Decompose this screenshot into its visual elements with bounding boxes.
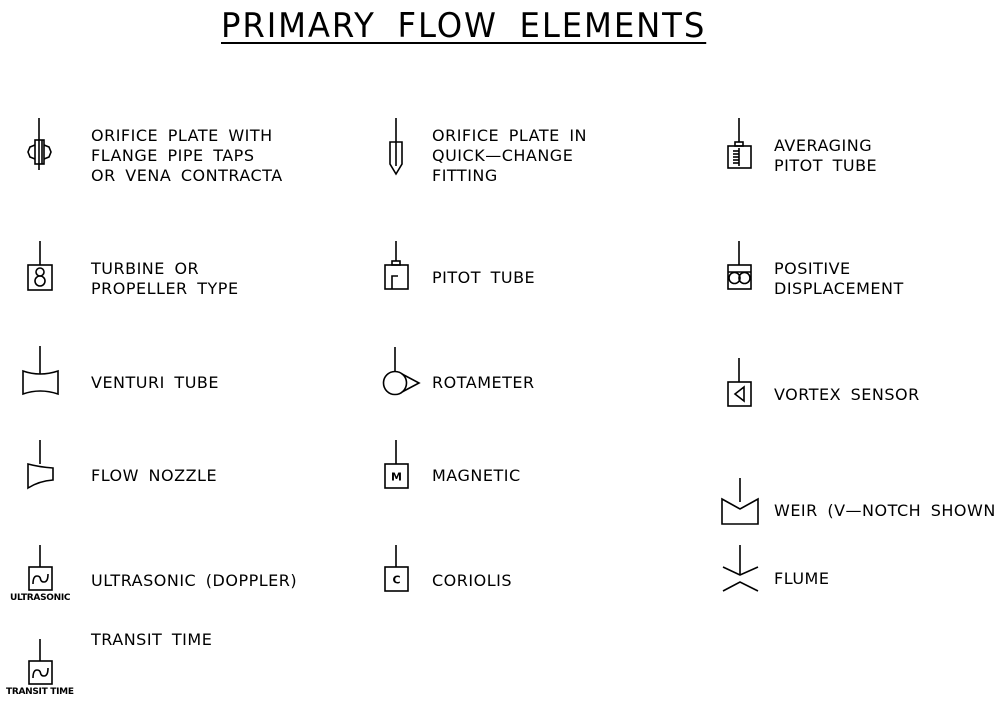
element-label: AVERAGING PITOT TUBE <box>774 136 877 176</box>
symbol-letter-c: C <box>392 574 400 587</box>
element-label: TURBINE OR PROPELLER TYPE <box>91 259 239 299</box>
element-label: FLUME <box>774 569 829 589</box>
element-label: POSITIVE DISPLACEMENT <box>774 259 904 299</box>
element-label: CORIOLIS <box>432 571 512 591</box>
magnetic-icon: M <box>384 440 409 489</box>
turbine-icon <box>27 241 53 291</box>
element-label: VENTURI TUBE <box>91 373 219 393</box>
coriolis-icon: C <box>384 545 409 592</box>
averaging-pitot-tube-icon <box>727 118 752 169</box>
label-line: ORIFICE PLATE WITH <box>91 126 273 145</box>
element-label: ORIFICE PLATE WITH FLANGE PIPE TAPS OR V… <box>91 126 283 186</box>
label-line: FITTING <box>432 166 498 185</box>
element-label: PITOT TUBE <box>432 268 535 288</box>
weir-icon <box>721 478 759 525</box>
label-line: ROTAMETER <box>432 373 535 392</box>
label-line: POSITIVE <box>774 259 851 278</box>
element-label: ULTRASONIC (DOPPLER) <box>91 571 297 591</box>
element-label: MAGNETIC <box>432 466 521 486</box>
label-line: VENTURI TUBE <box>91 373 219 392</box>
label-line: TURBINE OR <box>91 259 200 278</box>
orifice-plate-flange-icon <box>27 118 52 170</box>
vortex-sensor-icon <box>727 358 752 407</box>
label-line: AVERAGING <box>774 136 873 155</box>
label-line: FLANGE PIPE TAPS <box>91 146 255 165</box>
symbol-caption: TRANSIT TIME <box>6 687 74 697</box>
transit-time-icon <box>28 639 53 685</box>
label-line: ORIFICE PLATE IN <box>432 126 588 145</box>
element-label: ROTAMETER <box>432 373 535 393</box>
element-label: VORTEX SENSOR <box>774 385 920 405</box>
label-line: DISPLACEMENT <box>774 279 904 298</box>
label-line: FLUME <box>774 569 830 588</box>
label-line: OR VENA CONTRACTA <box>91 166 283 185</box>
element-label: WEIR (V—NOTCH SHOWN) <box>774 501 996 521</box>
symbol-letter-m: M <box>391 471 402 484</box>
label-line: VORTEX SENSOR <box>774 385 920 404</box>
positive-displacement-icon <box>727 241 752 290</box>
label-line: QUICK—CHANGE <box>432 146 574 165</box>
page-title: PRIMARY FLOW ELEMENTS <box>221 6 707 46</box>
element-label: ORIFICE PLATE IN QUICK—CHANGE FITTING <box>432 126 587 186</box>
venturi-tube-icon <box>22 346 59 396</box>
flume-icon <box>722 545 759 592</box>
ultrasonic-icon <box>28 545 53 591</box>
label-line: PITOT TUBE <box>432 268 536 287</box>
element-label: FLOW NOZZLE <box>91 466 217 486</box>
label-line: TRANSIT TIME <box>91 630 213 649</box>
label-line: PITOT TUBE <box>774 156 878 175</box>
label-line: PROPELLER TYPE <box>91 279 239 298</box>
flow-nozzle-icon <box>27 440 54 490</box>
label-line: CORIOLIS <box>432 571 512 590</box>
symbol-caption: ULTRASONIC <box>10 593 71 603</box>
label-line: MAGNETIC <box>432 466 521 485</box>
rotameter-icon <box>382 347 421 396</box>
element-label: TRANSIT TIME <box>91 630 212 650</box>
label-line: WEIR (V—NOTCH SHOWN) <box>774 501 996 520</box>
label-line: ULTRASONIC (DOPPLER) <box>91 571 298 590</box>
orifice-quick-change-icon <box>389 118 403 176</box>
pitot-tube-icon <box>384 241 409 290</box>
label-line: FLOW NOZZLE <box>91 466 218 485</box>
